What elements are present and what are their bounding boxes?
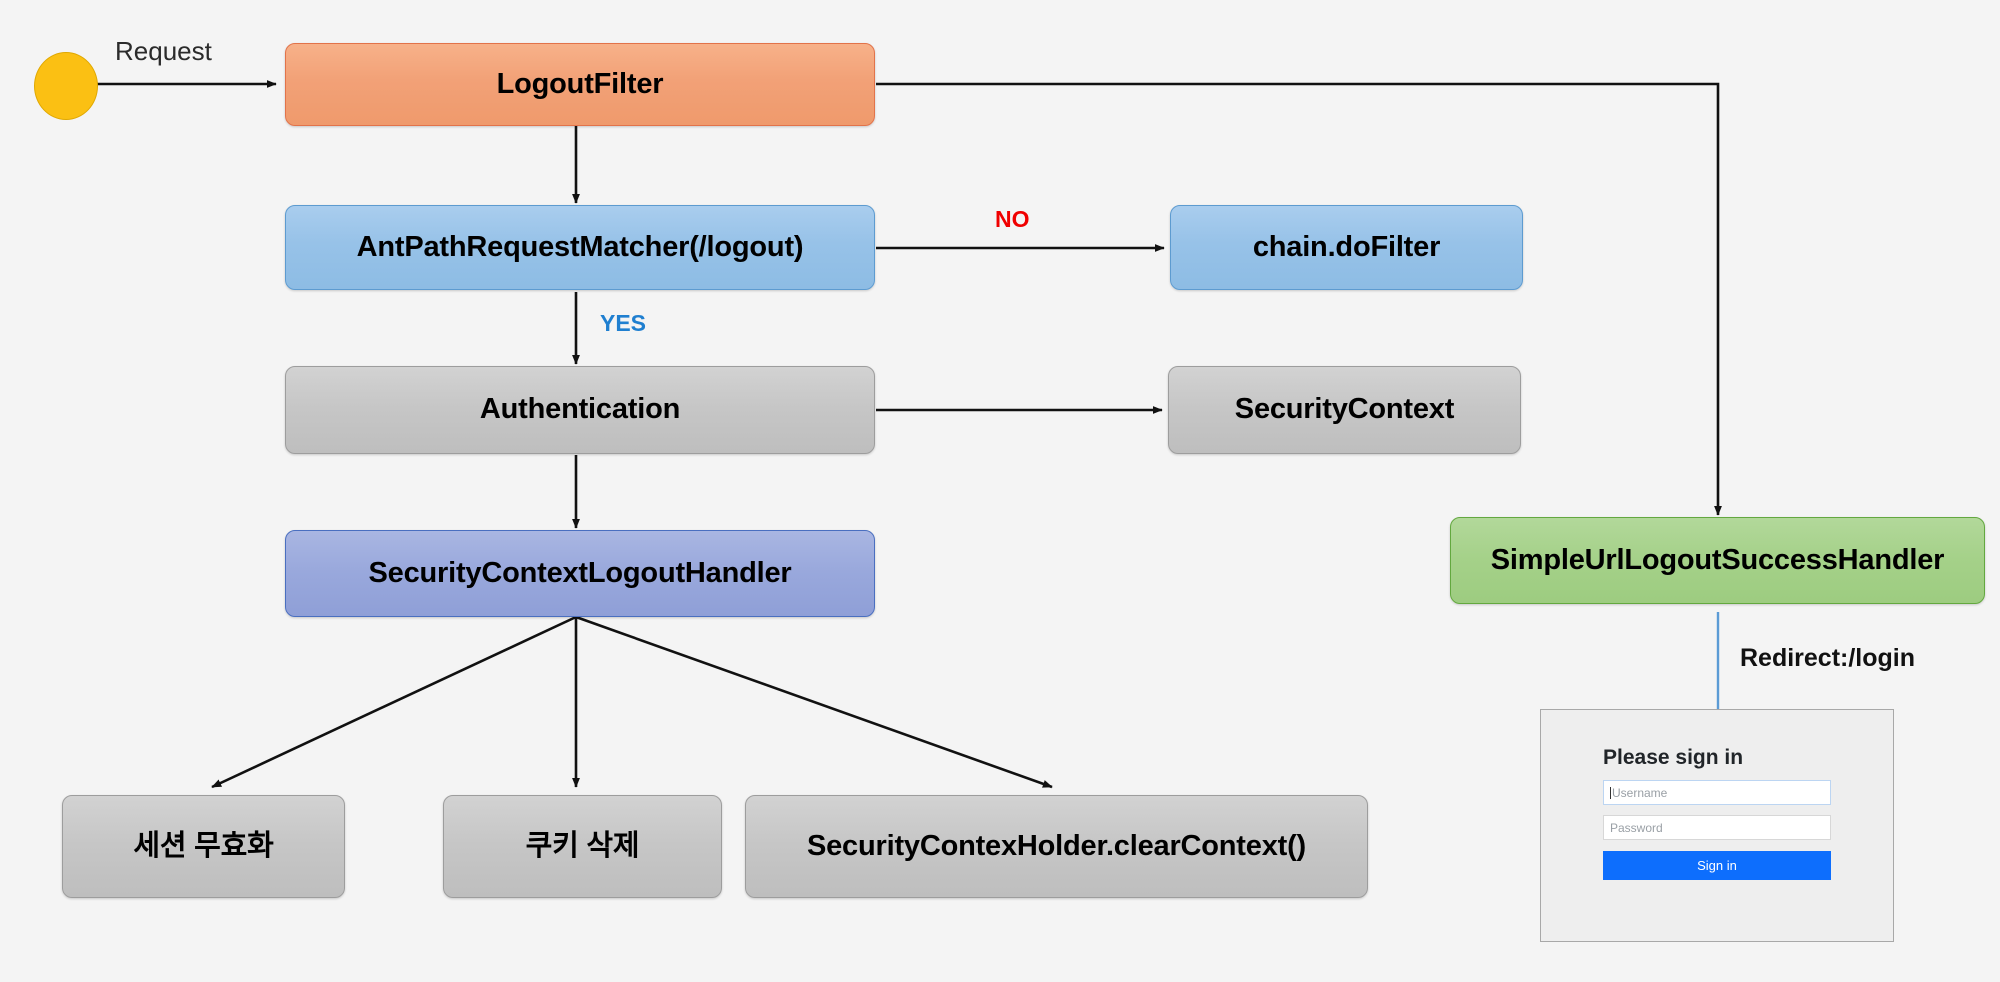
node-simple-url-logout-success-handler[interactable]: SimpleUrlLogoutSuccessHandler (1450, 517, 1985, 604)
sign-in-button[interactable]: Sign in (1603, 851, 1831, 880)
edge-label-redirect: Redirect:/login (1740, 644, 1916, 672)
node-clear-context[interactable]: SecurityContexHolder.clearContext() (745, 795, 1368, 898)
node-chain-dofilter[interactable]: chain.doFilter (1170, 205, 1523, 290)
node-session-invalidate[interactable]: 세션 무효화 (62, 795, 345, 898)
text-caret (1610, 786, 1611, 799)
node-cookie-delete[interactable]: 쿠키 삭제 (443, 795, 722, 898)
edge-label-request: Request (115, 36, 212, 66)
username-input[interactable]: Username (1603, 780, 1831, 805)
node-security-context[interactable]: SecurityContext (1168, 366, 1521, 454)
node-security-context-logout-handler[interactable]: SecurityContextLogoutHandler (285, 530, 875, 617)
node-ant-path-request-matcher[interactable]: AntPathRequestMatcher(/logout) (285, 205, 875, 290)
edge-logouthandler-to-clearcontext (575, 615, 1053, 789)
password-placeholder: Password (1610, 820, 1663, 835)
start-node (34, 52, 98, 120)
password-input[interactable]: Password (1603, 815, 1831, 840)
login-heading: Please sign in (1603, 746, 1744, 769)
username-placeholder: Username (1612, 785, 1668, 800)
login-page-preview: Please sign in Username Password Sign in (1540, 709, 1894, 942)
node-logout-filter[interactable]: LogoutFilter (285, 43, 875, 126)
edge-label-no: NO (995, 206, 1030, 232)
edge-logouthandler-to-session (211, 615, 577, 789)
node-authentication[interactable]: Authentication (285, 366, 875, 454)
edge-label-yes: YES (600, 310, 647, 336)
